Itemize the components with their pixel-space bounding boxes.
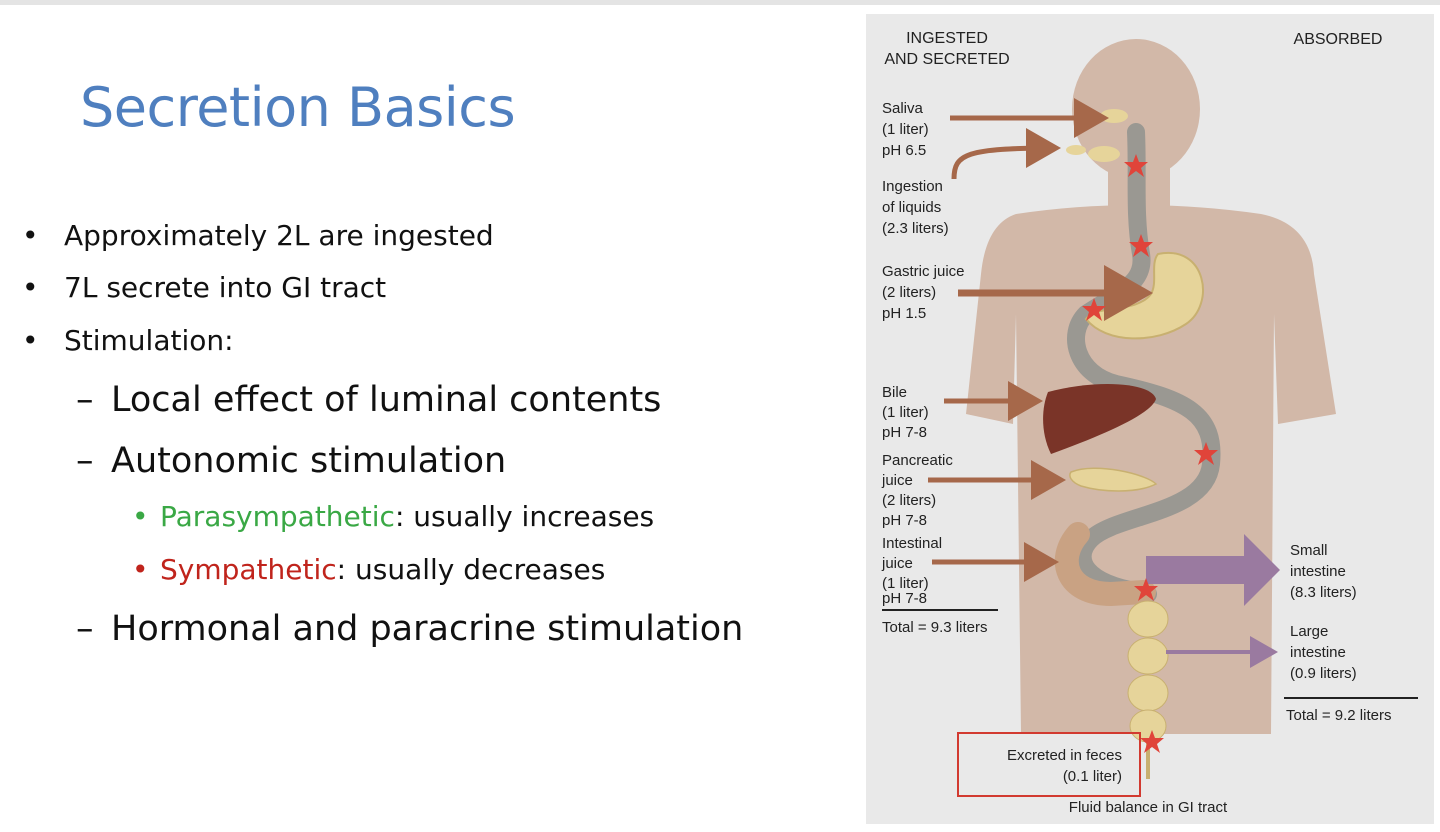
star-icon: [1124, 154, 1148, 177]
label-line: (1 liter): [882, 575, 929, 592]
label-line: (8.3 liters): [1290, 584, 1357, 601]
label-line: (2 liters): [882, 492, 936, 509]
label-intestinal: Intestinal juice (1 liter) pH 7-8: [881, 535, 942, 607]
label-line: pH 1.5: [882, 305, 926, 322]
highlight-sympathetic: Sympathetic: [160, 553, 337, 586]
label-line: of liquids: [882, 199, 941, 216]
torso-shape: [966, 205, 1336, 734]
head-shape: [1072, 39, 1200, 179]
label-line: (1 liter): [882, 404, 929, 421]
bullet-text: Local effect of luminal contents: [111, 380, 662, 420]
label-line: Ingestion: [882, 178, 943, 195]
arrow-small-intestine-absorb: [1146, 534, 1280, 606]
label-line: Gastric juice: [882, 263, 965, 280]
label-saliva: Saliva (1 liter) pH 6.5: [882, 100, 929, 159]
bullet-stimulation: • Stimulation:: [22, 324, 234, 357]
input-arrows: [928, 98, 1153, 582]
label-line: (2.3 liters): [882, 220, 949, 237]
sphincter-stars: [1082, 154, 1218, 753]
header-ingested-line2: AND SECRETED: [884, 51, 1009, 68]
bullet-text: 7L secrete into GI tract: [64, 271, 387, 304]
salivary-gland-icon: [1100, 109, 1128, 123]
bullet-marker: •: [132, 500, 149, 533]
label-line: intestine: [1290, 563, 1346, 580]
subbullet-autonomic: –Autonomic stimulation: [76, 441, 506, 481]
excreted-box: [957, 732, 1141, 797]
label-line: pH 7-8: [882, 512, 927, 529]
label-line: juice: [881, 555, 913, 572]
bullet-text: Hormonal and paracrine stimulation: [111, 609, 744, 649]
highlight-parasympathetic: Parasympathetic: [160, 500, 395, 533]
subsubbullet-parasympathetic: • Parasympathetic: usually increases: [132, 500, 654, 533]
gi-fluid-diagram: INGESTED AND SECRETED ABSORBED Saliva (1…: [881, 30, 1418, 816]
bullet-marker: •: [22, 324, 39, 357]
bullet-text: Stimulation:: [64, 324, 234, 357]
label-line: pH 7-8: [882, 424, 927, 441]
bullet-text: : usually decreases: [336, 553, 606, 586]
label-line: (1 liter): [882, 121, 929, 138]
bullet-text: : usually increases: [394, 500, 655, 533]
bullet-marker: •: [22, 219, 39, 252]
bullet-secreted: • 7L secrete into GI tract: [22, 271, 386, 304]
bullet-text: Autonomic stimulation: [111, 441, 507, 481]
label-line: pH 7-8: [882, 590, 927, 607]
subbullet-luminal: –Local effect of luminal contents: [76, 380, 661, 420]
pancreas-icon: [1069, 467, 1158, 492]
figure-caption: Fluid balance in GI tract: [1069, 799, 1228, 816]
dash-marker: –: [76, 609, 94, 649]
gi-fluid-figure: INGESTED AND SECRETED ABSORBED Saliva (1…: [866, 14, 1434, 824]
arrow-liquids: [951, 128, 1061, 180]
label-line: Saliva: [882, 100, 924, 117]
output-total: Total = 9.2 liters: [1286, 707, 1391, 724]
dash-marker: –: [76, 441, 94, 481]
label-large-intestine: Large intestine (0.9 liters): [1290, 623, 1357, 682]
star-icon: [1194, 442, 1218, 465]
slide-title: Secretion Basics: [80, 76, 516, 139]
label-bile: Bile (1 liter) pH 7-8: [882, 384, 929, 441]
dash-marker: –: [76, 380, 94, 420]
label-line: Bile: [882, 384, 907, 401]
star-icon: [1129, 234, 1153, 257]
subsubbullet-sympathetic: • Sympathetic: usually decreases: [132, 553, 605, 586]
label-line: Intestinal: [882, 535, 942, 552]
label-line: Small: [1290, 542, 1328, 559]
star-icon: [1134, 578, 1158, 601]
top-border: [0, 0, 1440, 5]
bullet-ingested: • Approximately 2L are ingested: [22, 219, 494, 252]
label-liquids: Ingestion of liquids (2.3 liters): [882, 178, 949, 237]
liver-icon: [1043, 383, 1156, 454]
bullet-marker: •: [22, 271, 39, 304]
bullet-text: Approximately 2L are ingested: [64, 219, 494, 252]
label-line: (0.9 liters): [1290, 665, 1357, 682]
label-line: (2 liters): [882, 284, 936, 301]
excreted-line2: (0.1 liter): [1063, 768, 1122, 785]
large-intestine-icon: [1127, 600, 1169, 779]
bullet-marker: •: [132, 553, 149, 586]
label-line: Pancreatic: [882, 452, 953, 469]
label-pancreatic: Pancreatic juice (2 liters) pH 7-8: [881, 452, 953, 529]
label-line: juice: [881, 472, 913, 489]
header-ingested-line1: INGESTED: [906, 30, 988, 47]
star-icon: [1140, 730, 1164, 753]
header-absorbed: ABSORBED: [1294, 31, 1383, 48]
label-line: pH 6.5: [882, 142, 926, 159]
star-icon: [1082, 298, 1106, 321]
input-total: Total = 9.3 liters: [882, 619, 987, 636]
duodenum-icon: [1054, 522, 1156, 607]
label-line: intestine: [1290, 644, 1346, 661]
salivary-gland-icon: [1066, 145, 1086, 155]
subbullet-hormonal: –Hormonal and paracrine stimulation: [76, 609, 743, 649]
label-gastric: Gastric juice (2 liters) pH 1.5: [882, 263, 965, 322]
salivary-gland-icon: [1088, 146, 1120, 162]
label-small-intestine: Small intestine (8.3 liters): [1290, 542, 1357, 601]
excreted-line1: Excreted in feces: [1007, 747, 1122, 764]
label-line: Large: [1290, 623, 1328, 640]
